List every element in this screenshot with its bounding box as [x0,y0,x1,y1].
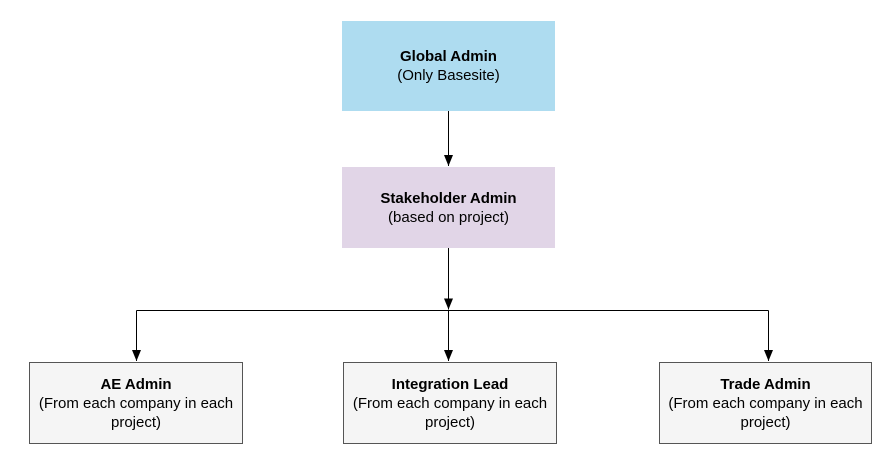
node-title: Stakeholder Admin [380,189,517,207]
node-stakeholder-admin: Stakeholder Admin (based on project) [342,167,555,248]
node-subtitle: (Only Basesite) [397,67,500,84]
node-title: Integration Lead [391,375,509,393]
node-subtitle: (From each company in each project) [668,394,863,431]
node-global-admin: Global Admin (Only Basesite) [342,21,555,111]
node-subtitle: (based on project) [388,208,509,226]
node-subtitle: (From each company in each project) [352,394,548,431]
node-trade-admin: Trade Admin (From each company in each p… [659,362,872,444]
node-subtitle: (From each company in each project) [38,394,234,431]
node-title: Trade Admin [720,375,811,393]
node-integration-lead: Integration Lead (From each company in e… [343,362,557,444]
node-ae-admin: AE Admin (From each company in each proj… [29,362,243,444]
node-title: AE Admin [100,375,172,393]
node-title: Global Admin [400,48,497,65]
